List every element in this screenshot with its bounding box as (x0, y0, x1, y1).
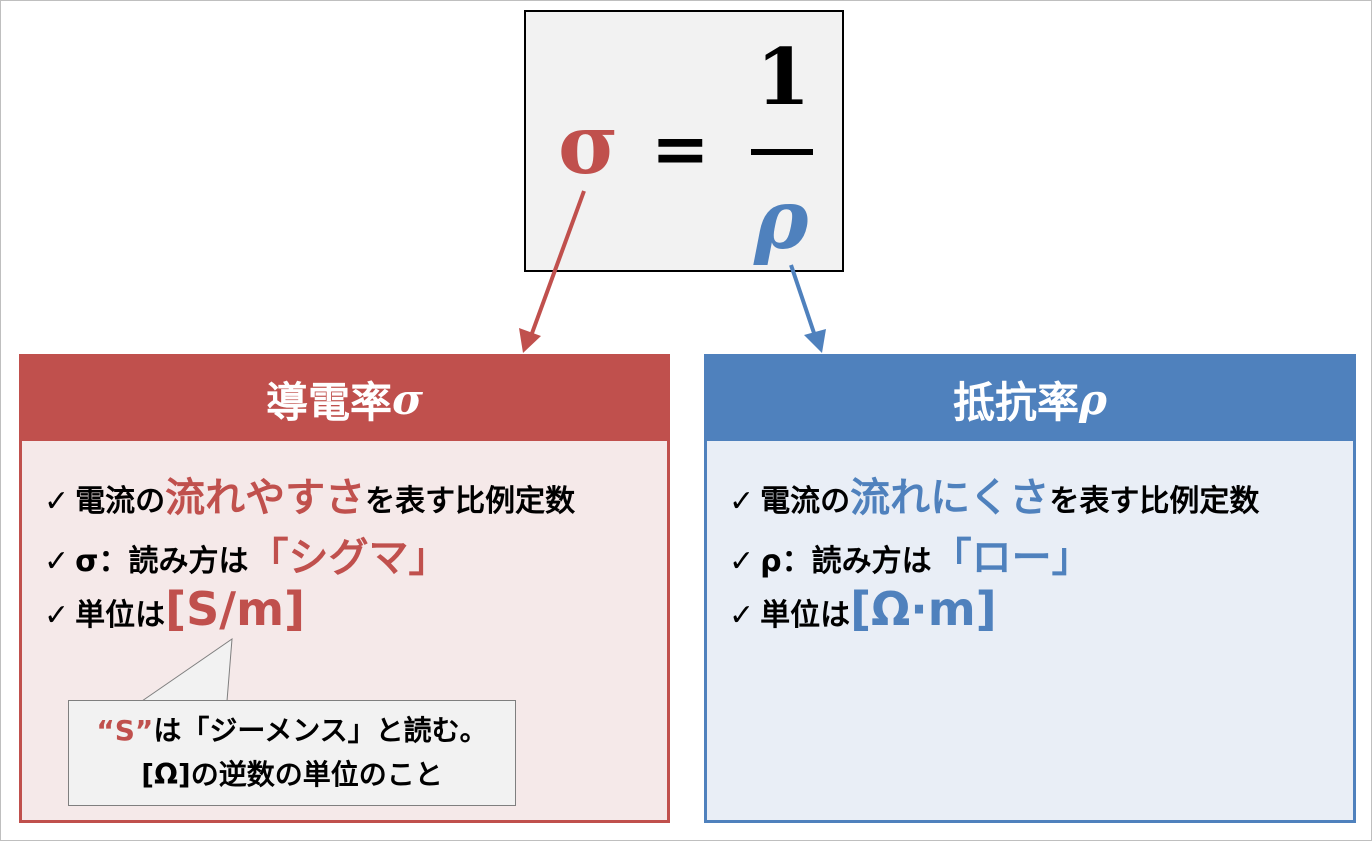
highlight-text: 「シグマ」 (248, 535, 449, 581)
conductivity-line-1: ✓ 電流の 流れやすさ を表す比例定数 (44, 465, 575, 523)
text: を表す比例定数 (1049, 484, 1260, 519)
numerator: 1 (756, 32, 811, 123)
callout-text: [Ω]の逆数の単位のこと (141, 758, 443, 791)
conductivity-title: 導電率 (266, 377, 393, 427)
text: 単位は (75, 598, 166, 633)
highlight-text: 流れやすさ (165, 475, 366, 521)
highlight-text: 「ロー」 (931, 535, 1092, 581)
unit-text: [S/m] (165, 582, 306, 636)
conductivity-line-2: ✓ σ：読み方は 「シグマ」 (44, 525, 449, 583)
conductivity-symbol: σ (392, 374, 423, 424)
resistivity-line-3: ✓ 単位は [Ω·m] (729, 582, 997, 636)
sigma-symbol: σ (558, 97, 619, 193)
formula-box: σ = 1 ρ (524, 10, 844, 272)
check-icon: ✓ (729, 484, 755, 519)
check-icon: ✓ (44, 544, 70, 579)
unit-text: [Ω·m] (850, 582, 997, 636)
callout-text: は「ジーメンス」と読む。 (153, 714, 488, 747)
check-icon: ✓ (44, 484, 70, 519)
sigma-arrow (529, 190, 586, 337)
siemens-callout: “S”は「ジーメンス」と読む。 [Ω]の逆数の単位のこと (68, 700, 516, 806)
rho-symbol: ρ (754, 172, 809, 268)
rho-arrowhead (804, 329, 826, 353)
callout-highlight: “S” (96, 714, 154, 747)
conductivity-line-3: ✓ 単位は [S/m] (44, 582, 305, 636)
check-icon: ✓ (729, 544, 755, 579)
resistivity-line-1: ✓ 電流の 流れにくさ を表す比例定数 (729, 465, 1259, 523)
equals-sign: = (651, 107, 710, 190)
sigma-arrowhead (519, 328, 541, 353)
text: σ：読み方は (75, 544, 249, 579)
rho-arrow (789, 264, 817, 337)
fraction-bar (751, 149, 813, 155)
resistivity-title: 抵抗率 (953, 377, 1080, 427)
text: 電流の (760, 484, 851, 519)
check-icon: ✓ (44, 598, 70, 633)
text: ρ：読み方は (760, 544, 932, 579)
resistivity-symbol: ρ (1079, 374, 1107, 424)
text: 電流の (75, 484, 166, 519)
check-icon: ✓ (729, 598, 755, 633)
resistivity-line-2: ✓ ρ：読み方は 「ロー」 (729, 525, 1092, 583)
text: を表す比例定数 (365, 484, 576, 519)
text: 単位は (760, 598, 851, 633)
highlight-text: 流れにくさ (850, 475, 1050, 521)
